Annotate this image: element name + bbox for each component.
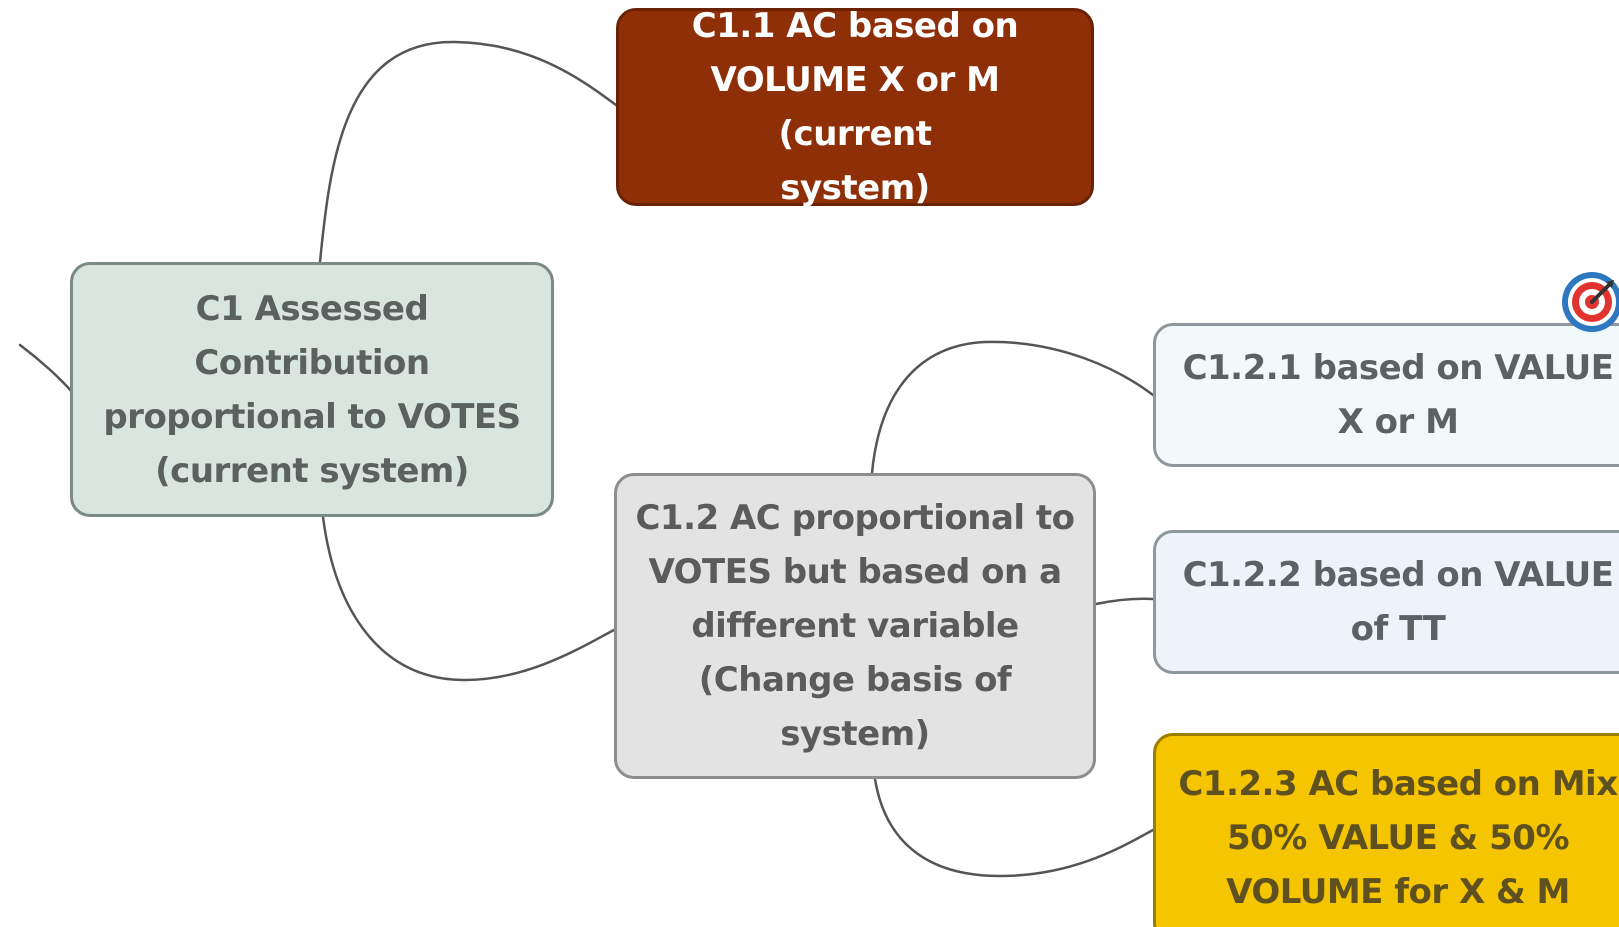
connector-c1-2-to-c1-2-1	[870, 340, 1155, 475]
connector-c1-to-c1-1	[318, 40, 618, 264]
topic-c1-label: C1 Assessed Contribution proportional to…	[103, 288, 521, 491]
connector-c1-2-to-c1-2-3	[873, 777, 1155, 878]
connector-c1-to-c1-2	[321, 515, 616, 682]
topic-c1-assessed-contribution[interactable]: C1 Assessed Contribution proportional to…	[70, 262, 554, 517]
topic-c1-2-1-label: C1.2.1 based on VALUE X or M	[1182, 348, 1614, 442]
connector-c1-2-to-c1-2-2	[1094, 597, 1155, 606]
topic-c1-2-1-value-x-or-m[interactable]: C1.2.1 based on VALUE X or M	[1153, 323, 1619, 467]
connector-parent-to-c1	[18, 343, 74, 394]
topic-c1-2-3-label: C1.2.3 AC based on Mix 50% VALUE & 50% V…	[1178, 764, 1618, 912]
topic-c1-1-volume[interactable]: C1.1 AC based on VOLUME X or M (current …	[616, 6, 1094, 208]
topic-c1-2-2-value-of-tt[interactable]: C1.2.2 based on VALUE of TT	[1153, 530, 1619, 674]
topic-c1-1-label: C1.1 AC based on VOLUME X or M (current …	[691, 6, 1019, 208]
topic-c1-2-different-variable[interactable]: C1.2 AC proportional to VOTES but based …	[614, 473, 1096, 779]
topic-c1-2-2-label: C1.2.2 based on VALUE of TT	[1182, 555, 1614, 649]
target-icon	[1562, 272, 1619, 332]
topic-c1-2-3-mix[interactable]: C1.2.3 AC based on Mix 50% VALUE & 50% V…	[1153, 733, 1619, 927]
topic-c1-2-label: C1.2 AC proportional to VOTES but based …	[635, 498, 1075, 754]
